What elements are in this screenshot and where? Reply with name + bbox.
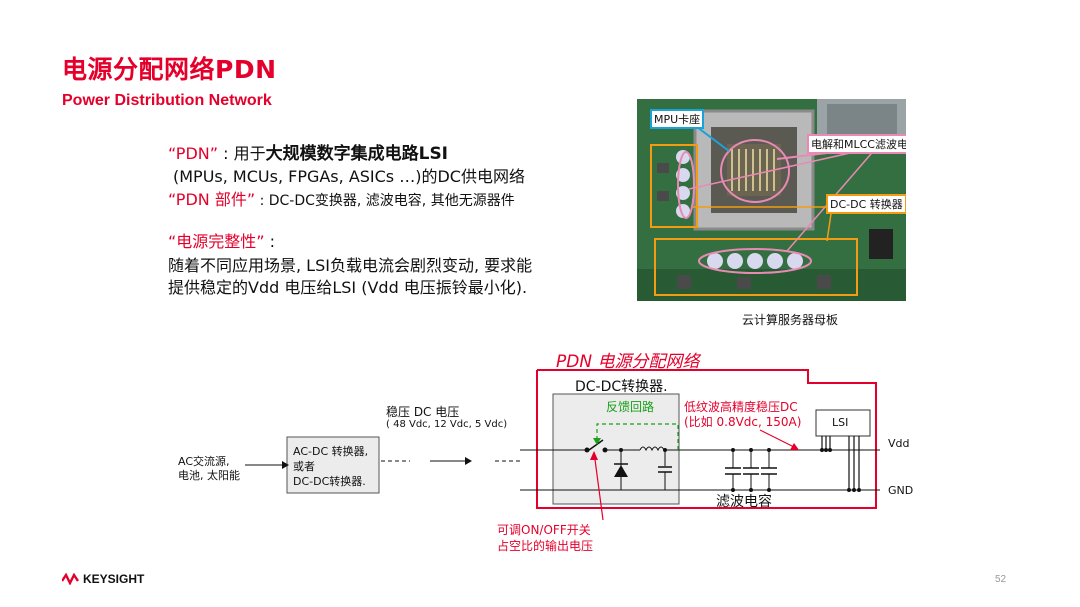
- bullet-integrity-line2: 随着不同应用场景, LSI负载电流会剧烈变动, 要求能: [168, 256, 533, 275]
- pdn-diagram-title: PDN 电源分配网络: [556, 352, 700, 372]
- label-dcdc-converter: DC-DC 转换器: [826, 194, 906, 214]
- low-ripple-line1: 低纹波高精度稳压DC: [684, 400, 798, 414]
- regulated-dc-line1: 稳压 DC 电压: [386, 405, 460, 419]
- keysight-logo: KEYSIGHT: [62, 572, 144, 586]
- integrity-term: “电源完整性”: [168, 232, 265, 251]
- photo-caption: 云计算服务器母板: [742, 313, 839, 327]
- page-number: 52: [995, 574, 1007, 585]
- lsi-label: LSI: [832, 416, 849, 429]
- label-filter-caps: 电解和MLCC滤波电容: [807, 134, 906, 154]
- wave-icon: [62, 573, 79, 585]
- motherboard-photo: MPU卡座 电解和MLCC滤波电容 DC-DC 转换器: [637, 99, 906, 301]
- parts-term: “PDN 部件”: [168, 190, 256, 209]
- bullet-integrity: “电源完整性” :: [168, 231, 275, 253]
- brand-name: KEYSIGHT: [83, 572, 145, 586]
- motherboard-illustration: [637, 99, 906, 301]
- source-line1: AC交流源,: [178, 455, 230, 468]
- low-ripple-line2: (比如 0.8Vdc, 150A): [684, 415, 802, 429]
- switch-note-line1: 可调ON/OFF开关: [497, 523, 591, 537]
- feedback-label: 反馈回路: [606, 400, 655, 414]
- pdn-sep: : 用于: [218, 144, 266, 163]
- regulated-dc-line2: ( 48 Vdc, 12 Vdc, 5 Vdc): [386, 419, 508, 430]
- label-mpu-socket: MPU卡座: [650, 109, 705, 129]
- filter-caps-label: 滤波电容: [716, 494, 772, 510]
- page-title: 电源分配网络PDN: [62, 55, 277, 84]
- pdn-term: “PDN”: [168, 144, 219, 163]
- integrity-sep: :: [264, 232, 276, 251]
- bullet-integrity-line3: 提供稳定的Vdd 电压给LSI (Vdd 电压振铃最小化).: [168, 278, 528, 297]
- page-subtitle: Power Distribution Network: [62, 92, 272, 109]
- parts-text: : DC-DC变换器, 滤波电容, 其他无源器件: [255, 193, 515, 209]
- converter-line1: AC-DC 转换器,: [293, 445, 369, 458]
- converter-line3: DC-DC转换器.: [293, 475, 366, 488]
- source-line2: 电池, 太阳能: [178, 469, 240, 482]
- bullet-parts: “PDN 部件” : DC-DC变换器, 滤波电容, 其他无源器件: [168, 189, 515, 212]
- vdd-label: Vdd: [888, 437, 910, 450]
- switch-note-line2: 占空比的输出电压: [497, 539, 594, 553]
- converter-line2: 或者: [293, 460, 315, 473]
- pdn-bold: 大规模数字集成电路LSI: [265, 144, 449, 164]
- gnd-label: GND: [888, 484, 914, 497]
- dcdc-title: DC-DC转换器.: [575, 379, 668, 395]
- bullet-pdn: “PDN” : 用于大规模数字集成电路LSI: [168, 143, 448, 165]
- bullet-pdn-line2: (MPUs, MCUs, FPGAs, ASICs …)的DC供电网络: [173, 167, 525, 186]
